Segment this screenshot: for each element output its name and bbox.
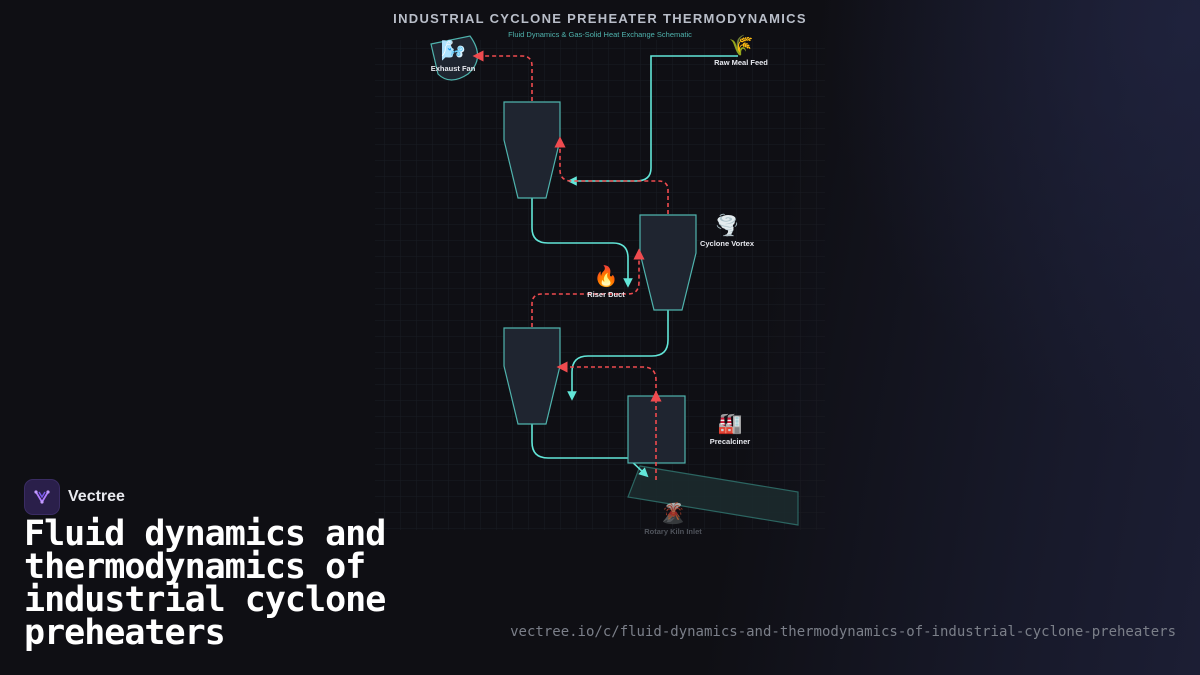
- source-url[interactable]: vectree.io/c/fluid-dynamics-and-thermody…: [510, 624, 1176, 640]
- material-c1-to-c2: [531, 198, 633, 288]
- exhaust-fan-housing: [430, 35, 479, 81]
- rotary-kiln-inlet-label: Rotary Kiln Inlet: [644, 527, 702, 536]
- vectree-logo-icon: [24, 479, 60, 515]
- brand: Vectree: [24, 479, 125, 515]
- rotary-kiln-shape: [627, 465, 799, 526]
- fire-icon: 🔥: [594, 264, 619, 288]
- wheat-icon: 🌾: [729, 33, 754, 57]
- riser-duct-label: Riser Duct: [587, 290, 625, 299]
- material-feed-path: [567, 55, 738, 186]
- fan-icon: 🌬️: [441, 38, 466, 62]
- page-title: Fluid dynamics and thermodynamics of ind…: [24, 514, 386, 653]
- material-c2-to-c3: [567, 310, 669, 401]
- exhaust-fan-label: Exhaust Fan: [431, 64, 476, 73]
- node-exhaust-fan: 🌬️ Exhaust Fan: [431, 38, 476, 73]
- gas-calciner-to-c3: [556, 361, 657, 395]
- brand-name: Vectree: [68, 488, 125, 505]
- node-rotary-kiln-inlet: 🌋 Rotary Kiln Inlet: [644, 501, 702, 536]
- grid-background: [375, 40, 825, 530]
- node-riser-duct: 🔥 Riser Duct: [587, 264, 625, 299]
- material-c3-to-calciner: [531, 424, 649, 478]
- gas-c1-to-fan: [472, 50, 533, 101]
- raw-meal-feed-label: Raw Meal Feed: [714, 58, 768, 67]
- diagram-title: INDUSTRIAL CYCLONE PREHEATER THERMODYNAM…: [393, 11, 807, 26]
- node-cyclone-vortex: 🌪️ Cyclone Vortex: [700, 213, 755, 248]
- gas-flow-lines: [472, 50, 669, 480]
- material-flow-lines: [531, 55, 738, 478]
- node-precalciner: 🏭 Precalciner: [710, 411, 751, 446]
- volcano-icon: 🌋: [661, 501, 686, 525]
- cyclone-stage-1: [503, 101, 561, 199]
- tornado-icon: 🌪️: [715, 213, 740, 237]
- node-raw-meal-feed: 🌾 Raw Meal Feed: [714, 33, 768, 67]
- cyclone-stage-3: [503, 327, 561, 425]
- diagram-subtitle: Fluid Dynamics & Gas-Solid Heat Exchange…: [508, 30, 692, 39]
- factory-icon: 🏭: [718, 411, 743, 435]
- precalciner-label: Precalciner: [710, 437, 751, 446]
- background-glow: [820, 0, 1200, 440]
- cyclone-vortex-label: Cyclone Vortex: [700, 239, 755, 248]
